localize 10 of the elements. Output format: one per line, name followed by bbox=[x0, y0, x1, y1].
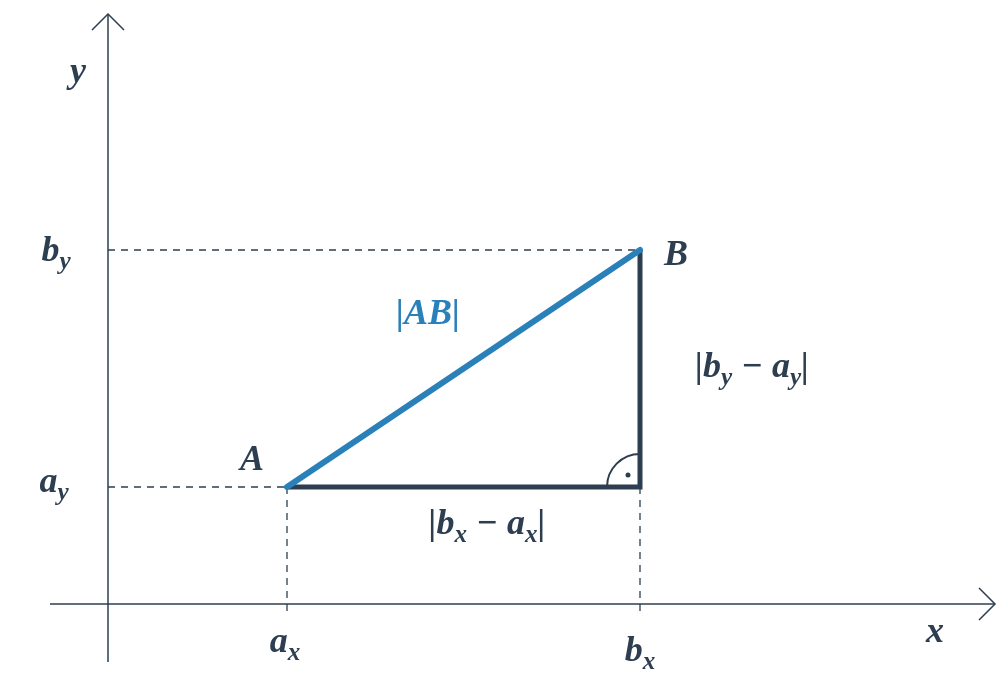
point-label: A bbox=[240, 440, 264, 476]
length-label: |b$_{x}$ − a$_{x}$| bbox=[428, 504, 546, 546]
coordinate-label: a$_{y}$ bbox=[39, 462, 69, 504]
coordinate-label: b$_{x}$ bbox=[624, 631, 656, 673]
point-label: B bbox=[664, 235, 688, 271]
coordinate-label: b$_{y}$ bbox=[41, 231, 71, 273]
axis-label: x bbox=[926, 612, 944, 648]
length-label: |b$_{y}$ − a$_{y}$| bbox=[694, 347, 810, 389]
coordinate-label: a$_{x}$ bbox=[269, 622, 301, 664]
length-label: |AB| bbox=[396, 294, 460, 330]
